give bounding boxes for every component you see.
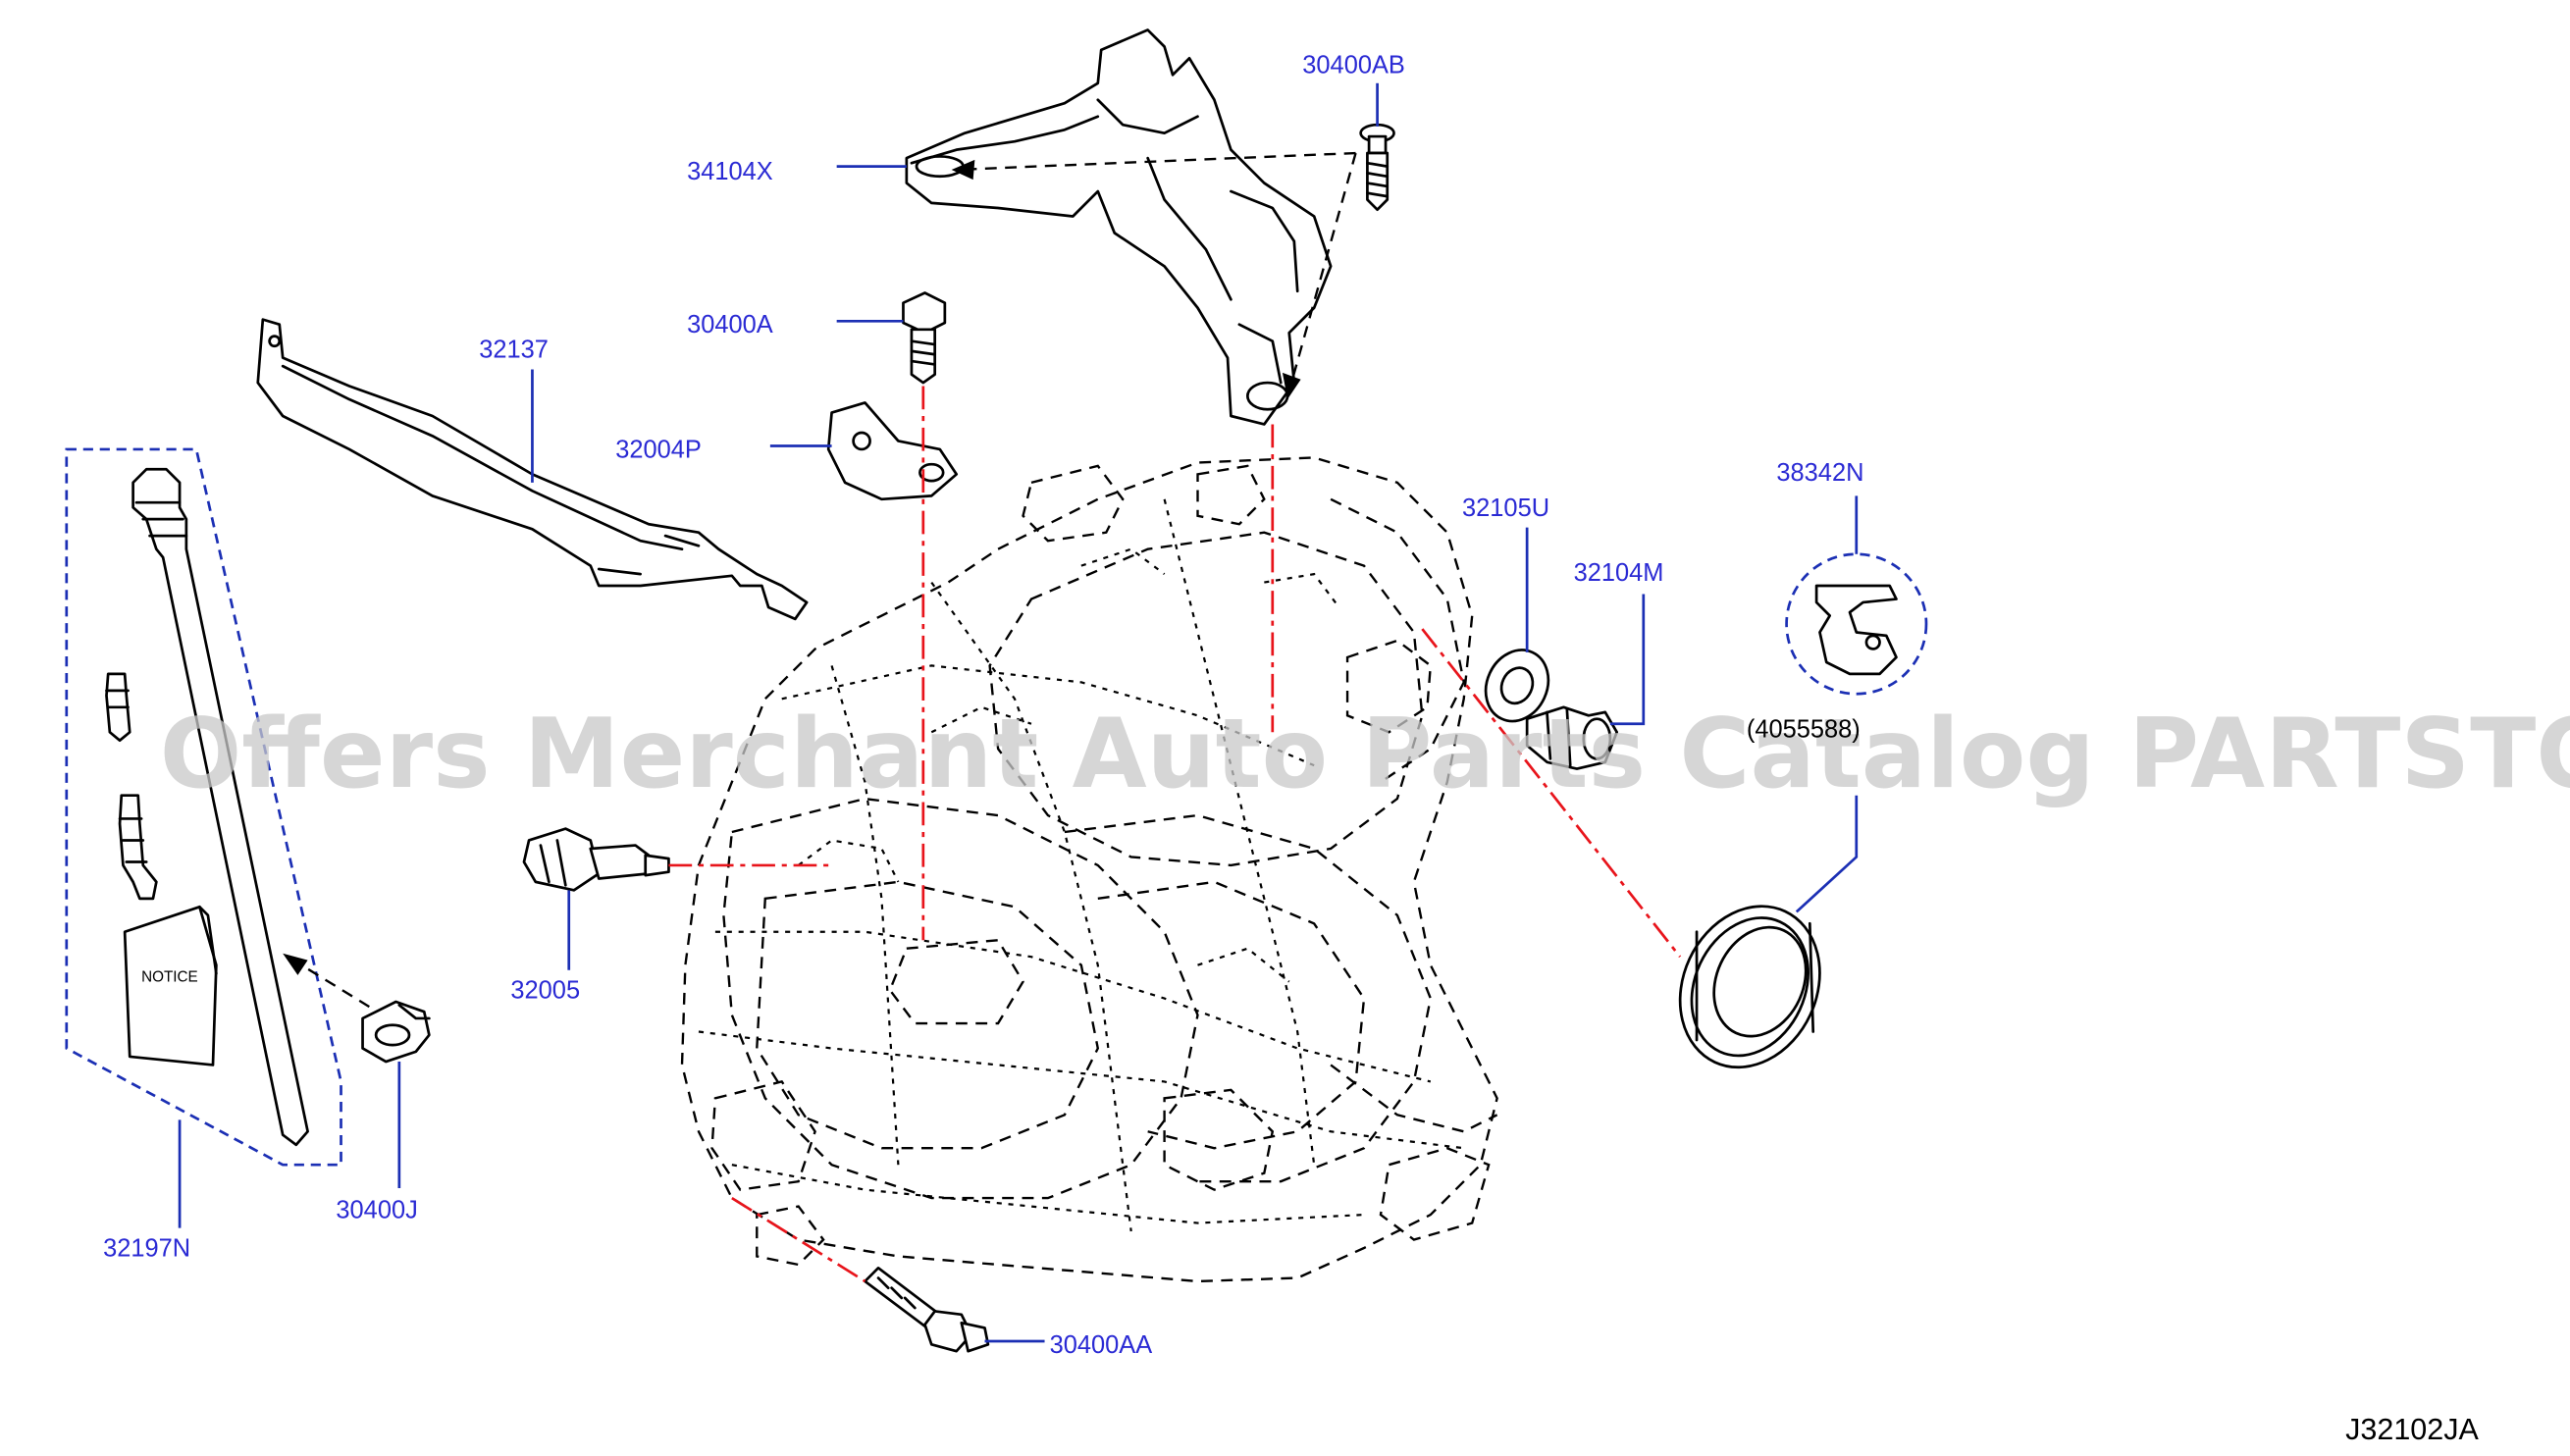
notice-booklet-text: NOTICE <box>141 969 198 986</box>
diagram-code: J32102JA <box>2345 1413 2479 1446</box>
oil-seal-illustration <box>1678 905 1821 1069</box>
assembly-arrow <box>1287 152 1357 391</box>
part-label-30400a[interactable]: 30400A <box>687 311 773 338</box>
breather-kit-32197n-illustration: NOTICE <box>65 447 431 1167</box>
bracket-34104x-illustration <box>905 28 1333 426</box>
part-note-reference: (4055588) <box>1747 715 1861 743</box>
centerline <box>1421 628 1682 959</box>
arrowhead <box>951 159 975 181</box>
part-label-38342n[interactable]: 38342N <box>1776 459 1863 487</box>
sensor-32005-illustration <box>522 827 670 892</box>
assembly-arrow <box>956 151 1356 172</box>
watermark: Offers Merchant Auto Parts Catalog PARTS… <box>160 699 2570 810</box>
part-label-34104x[interactable]: 34104X <box>687 158 773 185</box>
arrowhead <box>1282 372 1301 400</box>
clip-38342n-illustration <box>1785 552 1928 696</box>
part-label-32105u[interactable]: 32105U <box>1462 494 1549 522</box>
centerline <box>731 1196 866 1283</box>
leader-oil-seal <box>1795 795 1859 913</box>
plug-32104m-illustration <box>1525 705 1619 770</box>
harness-bracket-32137-illustration <box>256 318 809 621</box>
part-label-30400aa[interactable]: 30400AA <box>1050 1331 1153 1359</box>
bolt-30400ab-illustration <box>1359 123 1395 212</box>
transmission-case-illustration <box>680 456 1498 1283</box>
bolt-30400a-illustration <box>902 291 947 385</box>
washer-32105u-illustration <box>1484 649 1550 723</box>
part-label-32104m[interactable]: 32104M <box>1574 559 1664 587</box>
assembly-arrow <box>295 961 370 1009</box>
part-label-30400j[interactable]: 30400J <box>336 1196 417 1223</box>
part-label-32137[interactable]: 32137 <box>479 337 549 364</box>
part-label-30400ab[interactable]: 30400AB <box>1302 52 1405 79</box>
arrowhead <box>283 953 308 975</box>
clip-32004p-illustration <box>826 401 959 501</box>
part-label-32004p[interactable]: 32004P <box>615 436 702 463</box>
leader-32104m <box>1609 594 1646 726</box>
part-label-32197n[interactable]: 32197N <box>103 1234 190 1262</box>
part-label-32005[interactable]: 32005 <box>510 977 580 1005</box>
bolt-30400aa-illustration <box>864 1266 990 1353</box>
